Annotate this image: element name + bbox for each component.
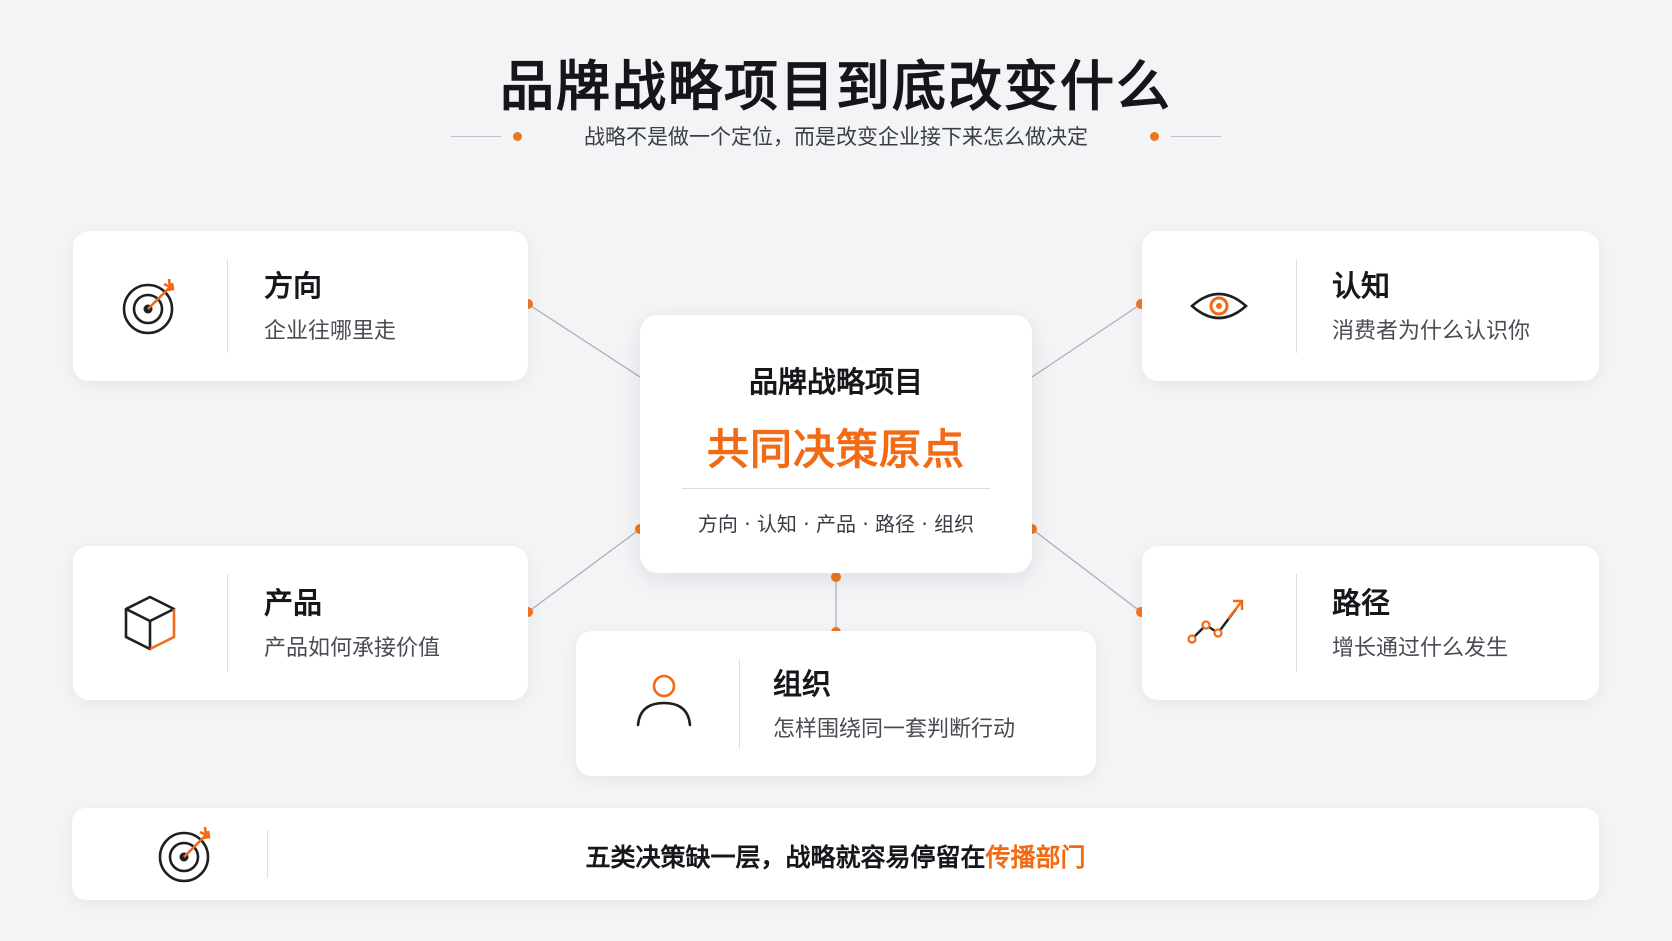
center-core-label: 共同决策原点 — [706, 425, 965, 474]
node-title-product: 产品 — [264, 586, 323, 620]
node-title-cognition: 认知 — [1332, 269, 1391, 303]
node-title-direction: 方向 — [264, 269, 323, 303]
page-title: 品牌战略项目到底改变什么 — [500, 55, 1172, 118]
node-desc-path: 增长通过什么发生 — [1332, 636, 1509, 661]
node-card-cognition: 认知 消费者为什么认识你 — [1142, 231, 1599, 381]
growth-line-icon — [1187, 599, 1244, 644]
connector-direction — [527, 303, 641, 378]
footer-message: 五类决策缺一层，战略就容易停留在传播部门 — [72, 838, 1599, 874]
card-divider — [1296, 574, 1297, 672]
subtitle-right-dot — [1150, 132, 1159, 141]
node-card-product: 产品 产品如何承接价值 — [73, 546, 528, 700]
node-desc-cognition: 消费者为什么认识你 — [1332, 319, 1531, 344]
subtitle-row: 战略不是做一个定位，而是改变企业接下来怎么做决定 — [0, 122, 1672, 152]
connector-product — [527, 528, 641, 613]
footer-divider — [267, 830, 268, 878]
node-desc-organization: 怎样围绕同一套判断行动 — [773, 717, 1016, 742]
connector-dot-center-bottom — [831, 572, 841, 582]
card-divider — [1296, 259, 1297, 353]
center-chain: 方向 · 认知 · 产品 · 路径 · 组织 — [697, 512, 975, 536]
person-icon — [636, 674, 692, 727]
card-divider — [739, 659, 740, 749]
cube-icon — [124, 595, 176, 651]
footer-text: 五类决策缺一层，战略就容易停留在 — [585, 843, 986, 872]
subtitle-right-line — [1171, 136, 1221, 137]
card-divider — [227, 259, 228, 353]
center-title: 品牌战略项目 — [748, 365, 923, 399]
node-title-path: 路径 — [1332, 586, 1391, 620]
node-card-organization: 组织 怎样围绕同一套判断行动 — [576, 631, 1096, 776]
target-icon — [122, 278, 175, 335]
connector-cognition — [1031, 303, 1142, 378]
node-title-organization: 组织 — [773, 667, 832, 701]
subtitle-left-line — [451, 136, 501, 137]
center-divider — [682, 488, 990, 489]
node-card-direction: 方向 企业往哪里走 — [73, 231, 528, 381]
footer-highlight: 传播部门 — [985, 843, 1086, 872]
card-divider — [227, 574, 228, 672]
center-card: 品牌战略项目 共同决策原点 方向 · 认知 · 产品 · 路径 · 组织 — [640, 315, 1032, 573]
node-desc-direction: 企业往哪里走 — [264, 319, 397, 344]
connector-path — [1031, 528, 1142, 613]
footer-bar: 五类决策缺一层，战略就容易停留在传播部门 — [72, 808, 1599, 900]
subtitle-left-dot — [513, 132, 522, 141]
node-card-path: 路径 增长通过什么发生 — [1142, 546, 1599, 700]
node-desc-product: 产品如何承接价值 — [264, 636, 441, 661]
target-icon — [158, 826, 211, 883]
page-subtitle: 战略不是做一个定位，而是改变企业接下来怎么做决定 — [584, 125, 1088, 149]
eye-icon — [1190, 292, 1248, 320]
